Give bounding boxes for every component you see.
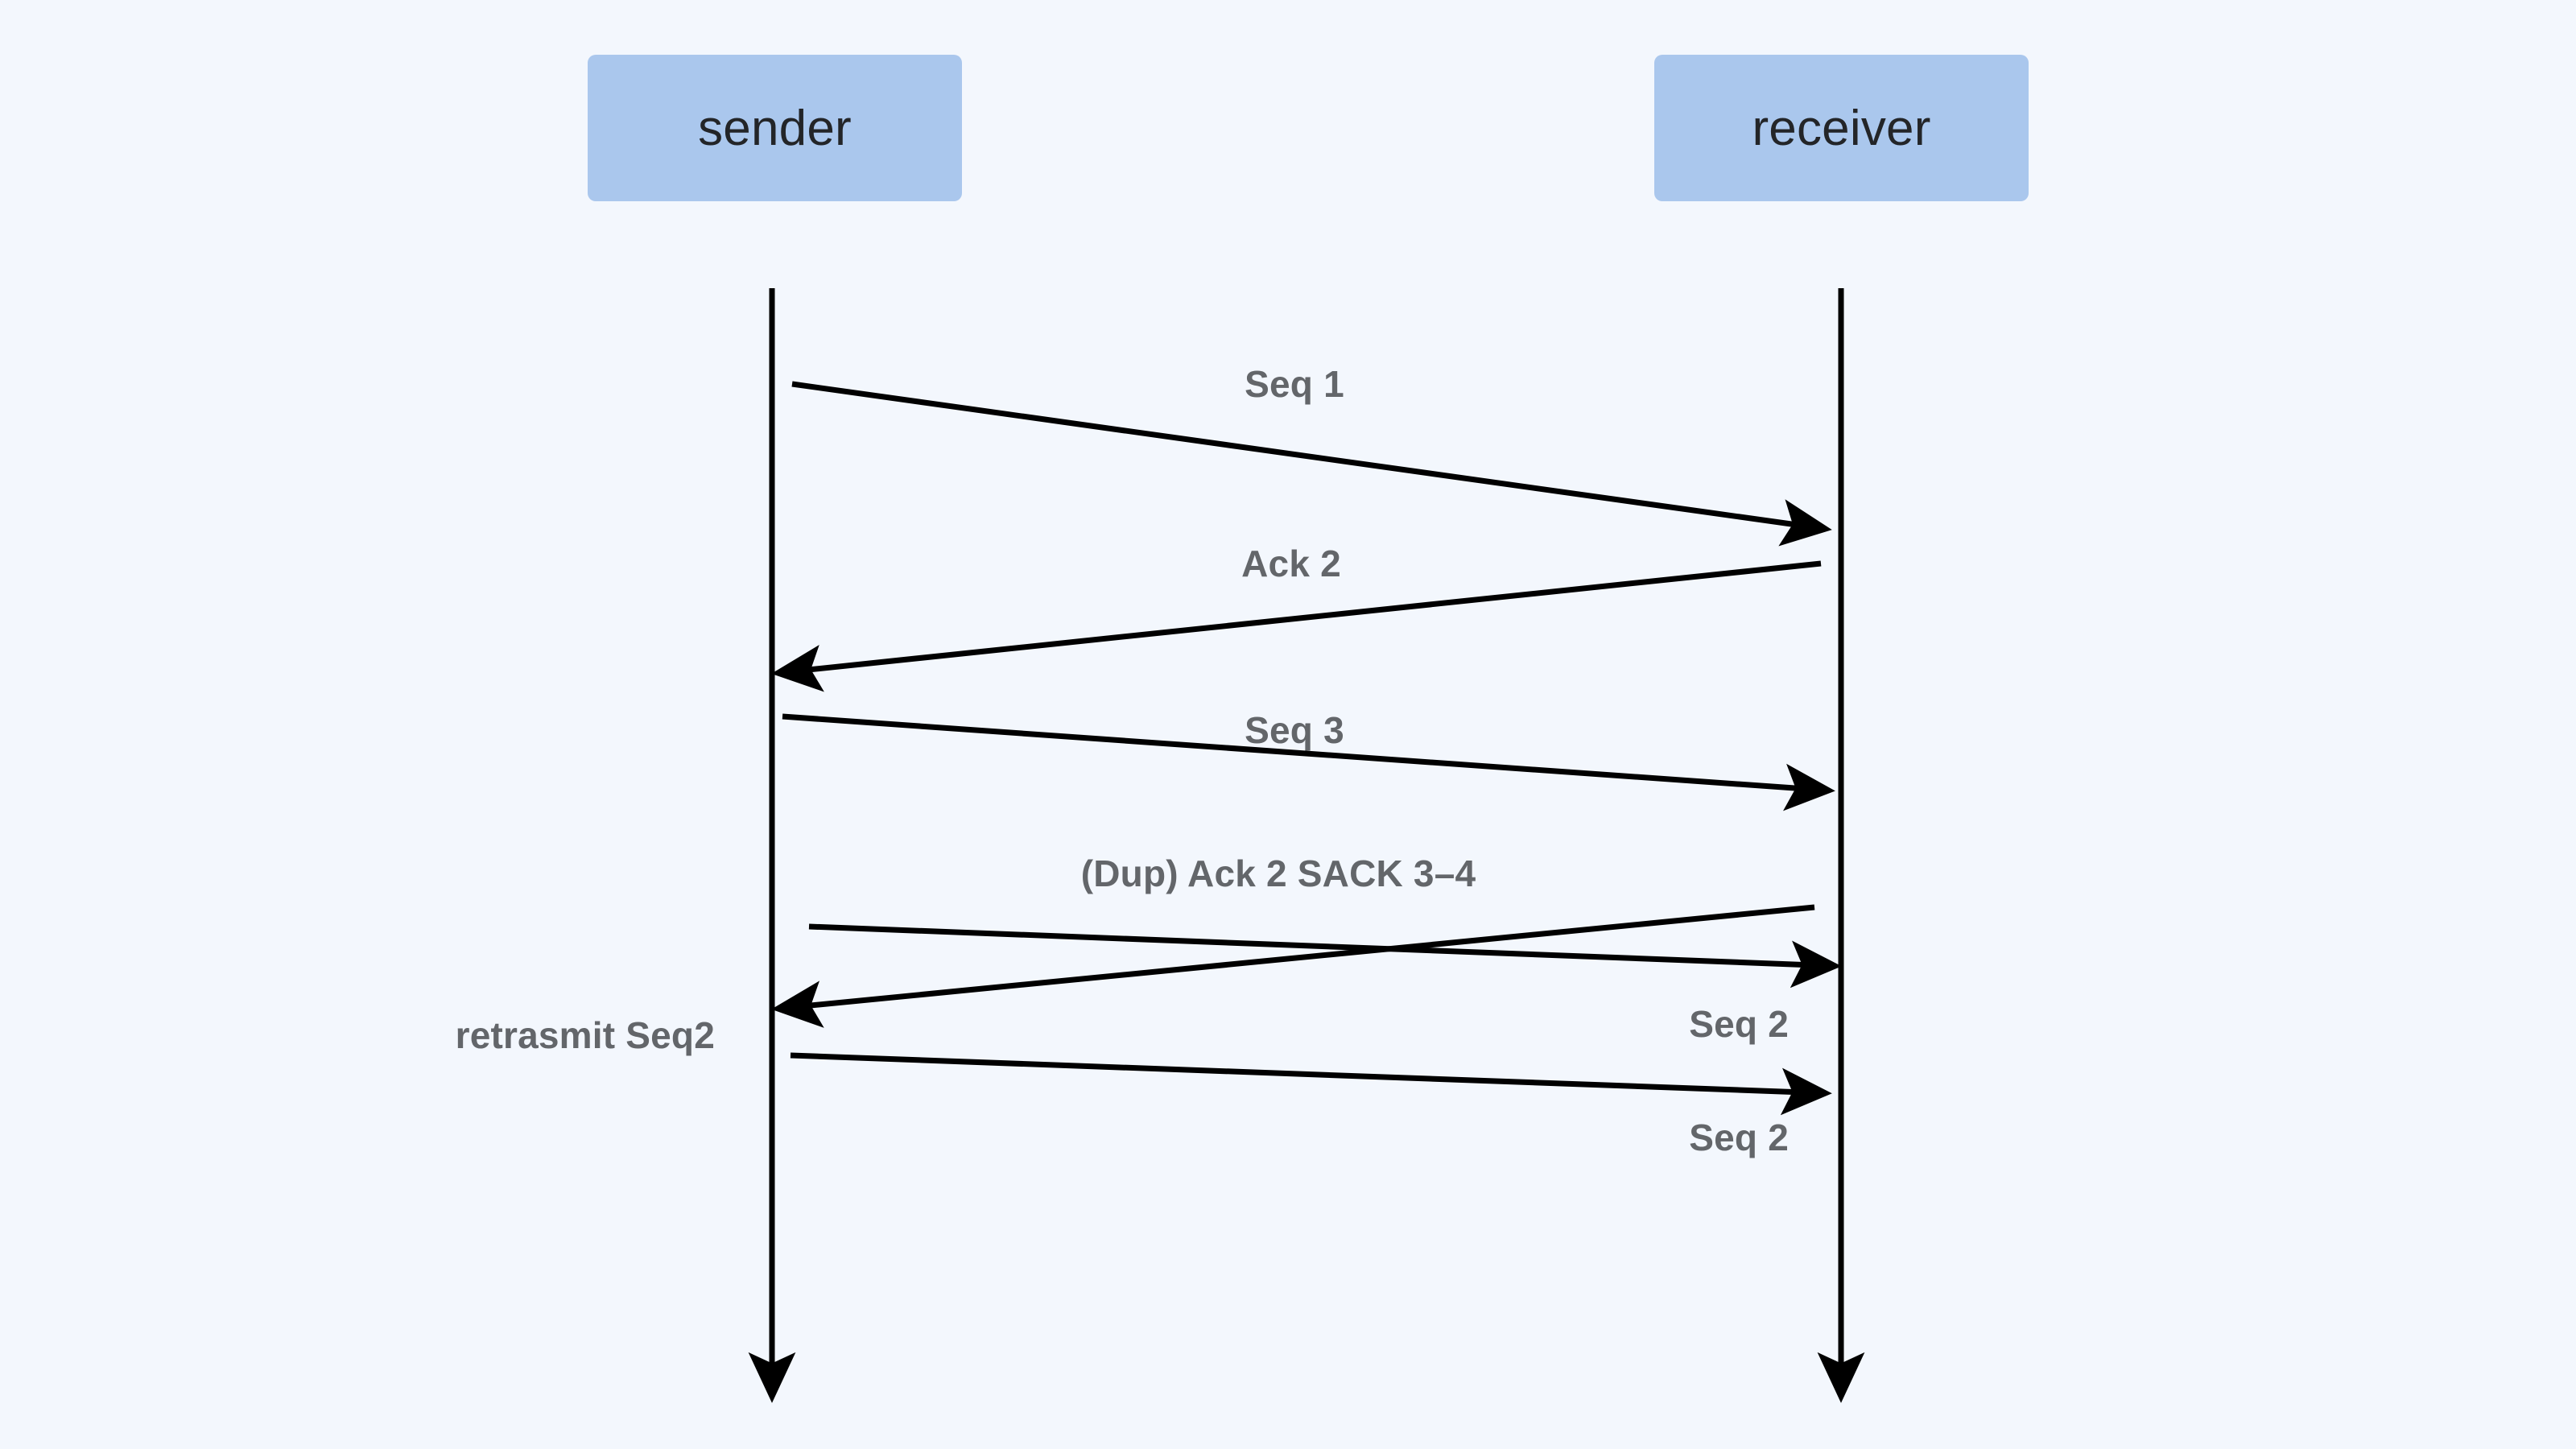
msg-seq-2-again-line: [790, 1052, 1832, 1116]
message-lines-group: [771, 381, 1842, 1116]
msg-dup-ack-2-sack-3-4-label: (Dup) Ack 2 SACK 3–4: [1080, 852, 1476, 894]
actor-label-sender: sender: [698, 100, 852, 156]
actor-label-receiver: receiver: [1752, 100, 1931, 156]
msg-seq-3-line: [782, 713, 1835, 811]
note-retrasmit-seq2: retrasmit Seq2: [455, 1014, 715, 1056]
msg-seq-1-line: [791, 381, 1832, 547]
msg-ack-2-label: Ack 2: [1241, 543, 1341, 584]
msg-seq-2-again-label: Seq 2: [1689, 1117, 1789, 1158]
msg-ack-2-line: [771, 560, 1822, 692]
msg-retransmit-seq-2-line: [808, 923, 1842, 989]
msg-seq-1-label: Seq 1: [1245, 363, 1344, 405]
actor-box-receiver[interactable]: receiver: [1654, 55, 2029, 201]
msg-retransmit-seq-2-label: Seq 2: [1689, 1003, 1789, 1045]
actor-box-sender[interactable]: sender: [588, 55, 962, 201]
msg-seq-3-label: Seq 3: [1245, 709, 1344, 751]
lifelines-group: [748, 288, 1865, 1403]
msg-dup-ack-2-sack-3-4-line: [771, 904, 1815, 1028]
